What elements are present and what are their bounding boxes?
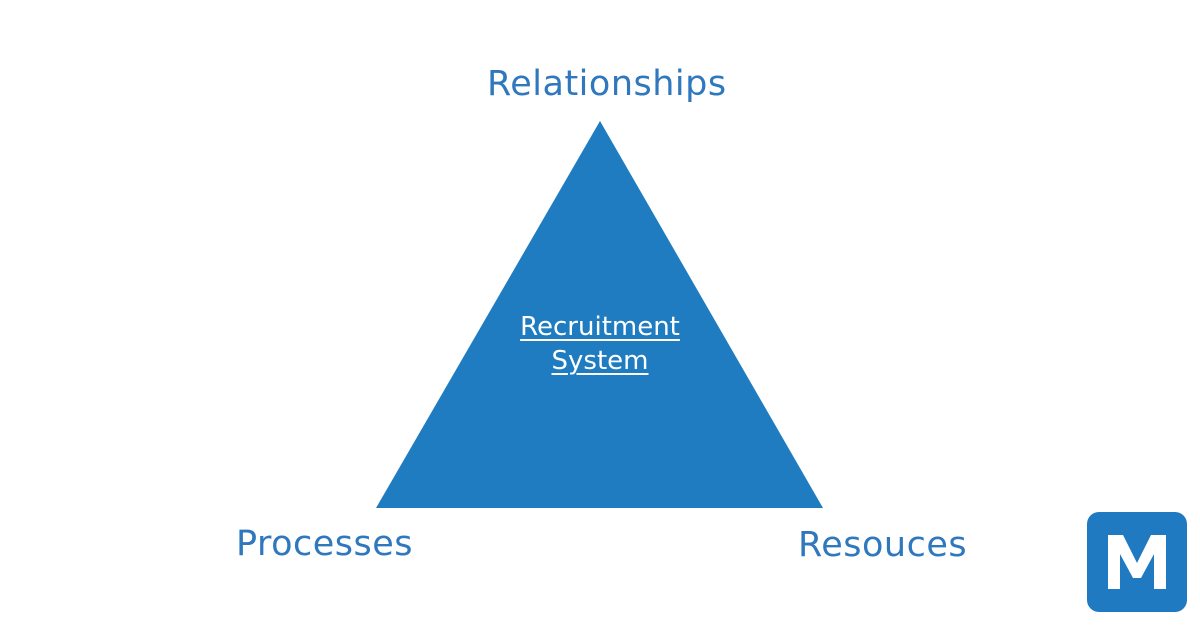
- center-label-line2: System: [551, 346, 649, 376]
- brand-logo: [1087, 512, 1187, 612]
- center-label-line1: Recruitment: [520, 312, 680, 342]
- triangle-shape: [376, 121, 823, 508]
- vertex-label-resources: Resouces: [798, 525, 968, 565]
- center-label: Recruitment System: [450, 310, 750, 378]
- vertex-label-relationships: Relationships: [487, 64, 727, 104]
- m-logo-icon: [1108, 535, 1166, 589]
- vertex-label-processes: Processes: [236, 524, 414, 564]
